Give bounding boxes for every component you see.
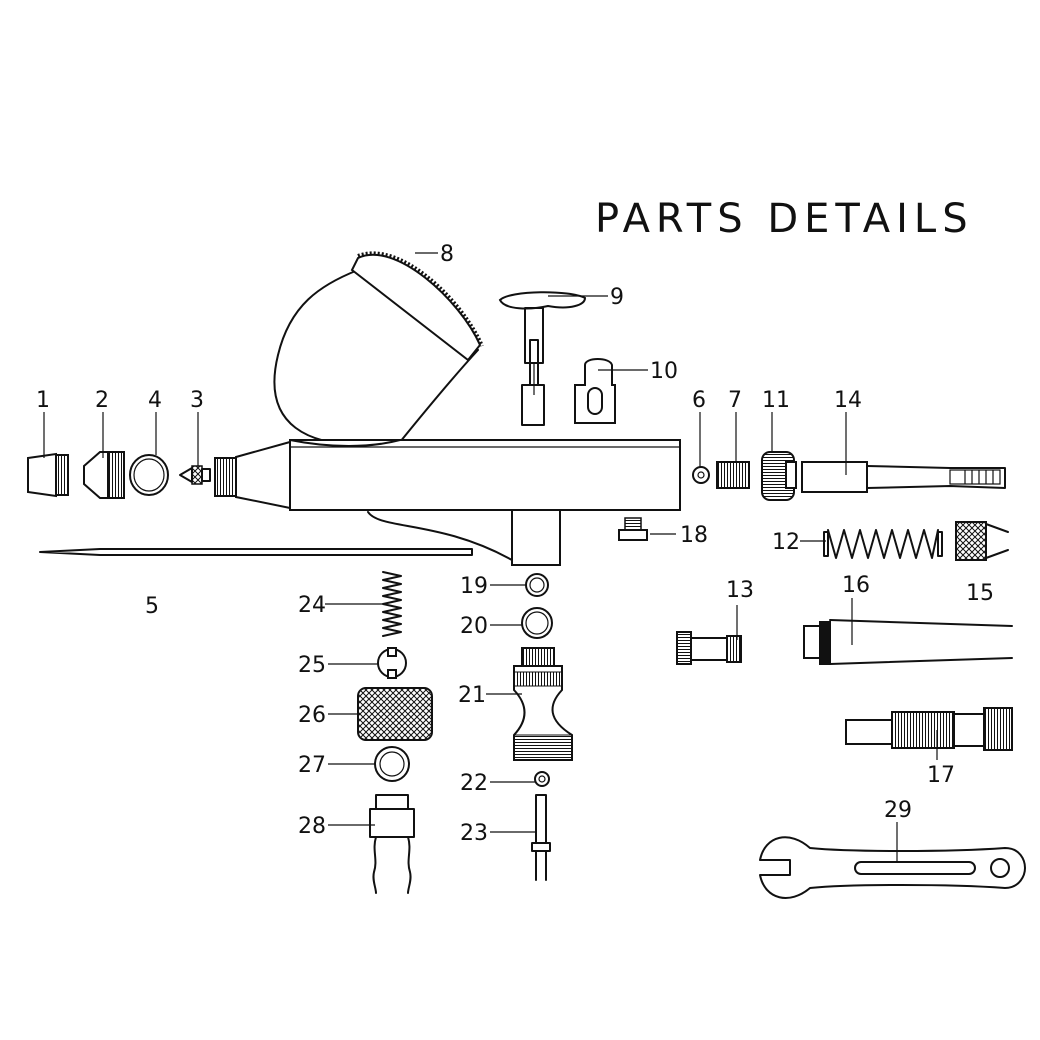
leader-lines: [43, 252, 938, 862]
label-23: 23: [460, 821, 488, 846]
label-8: 8: [440, 242, 454, 267]
part-21-valve-body: [513, 647, 573, 761]
label-16: 16: [842, 573, 870, 598]
part-2-nozzle-body: [83, 451, 125, 499]
label-15: 15: [966, 581, 994, 606]
part-19-oring: [525, 573, 549, 597]
part-13-adjuster: [676, 631, 742, 665]
part-22-seal: [534, 771, 550, 787]
part-20-oring: [521, 607, 553, 639]
label-12: 12: [772, 530, 800, 555]
part-29-wrench: [759, 836, 1026, 899]
part-15-spring-guide: [955, 521, 1009, 561]
label-13: 13: [726, 578, 754, 603]
part-27-washer: [374, 746, 410, 782]
part-1-nozzle-cap: [27, 452, 69, 498]
label-28: 28: [298, 814, 326, 839]
part-7-guide: [716, 461, 750, 489]
part-18-screw: [618, 517, 648, 541]
part-9-trigger: [498, 291, 587, 426]
label-9: 9: [610, 285, 624, 310]
label-5: 5: [145, 594, 159, 619]
label-26: 26: [298, 703, 326, 728]
part-6-washer: [692, 466, 710, 484]
part-26-knurled-nut: [357, 687, 433, 741]
cup-lid: [350, 251, 484, 362]
part-11-locknut: [761, 451, 797, 501]
label-24: 24: [298, 593, 326, 618]
label-7: 7: [728, 388, 742, 413]
part-23-valve-stem: [531, 794, 551, 881]
label-22: 22: [460, 771, 488, 796]
label-11: 11: [762, 388, 790, 413]
label-2: 2: [95, 388, 109, 413]
part-16-handle: [803, 619, 1013, 665]
part-5-needle: [39, 548, 473, 556]
part-28-hose-fitting: [369, 794, 415, 894]
part-14-needle-chuck: [801, 461, 1006, 493]
label-17: 17: [927, 763, 955, 788]
label-3: 3: [190, 388, 204, 413]
part-10-bracket: [574, 358, 616, 424]
label-21: 21: [458, 683, 486, 708]
label-25: 25: [298, 653, 326, 678]
label-14: 14: [834, 388, 862, 413]
label-20: 20: [460, 614, 488, 639]
label-1: 1: [36, 388, 50, 413]
part-4-oring: [129, 454, 169, 496]
label-4: 4: [148, 388, 162, 413]
part-12-spring: [823, 529, 943, 559]
label-19: 19: [460, 574, 488, 599]
part-3-nozzle-tip: [179, 465, 211, 485]
label-18: 18: [680, 523, 708, 548]
part-17-preset-handle: [845, 707, 1013, 751]
label-6: 6: [692, 388, 706, 413]
airbrush-body: [214, 269, 681, 566]
part-25-clip: [377, 647, 407, 679]
label-29: 29: [884, 798, 912, 823]
label-27: 27: [298, 753, 326, 778]
part-24-spring: [382, 571, 402, 637]
page-title: PARTS DETAILS: [595, 196, 974, 242]
label-10: 10: [650, 359, 678, 384]
part-labels: 1 2 3 4 5 6 7 8 9 10 11 12 13 14 15 16 1…: [36, 242, 994, 846]
